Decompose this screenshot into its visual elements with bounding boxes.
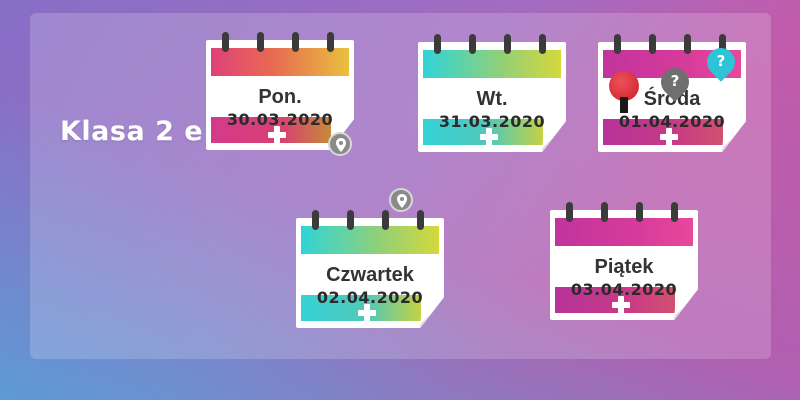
calendar-bottom-band [423,119,543,145]
day-label: Pon. [258,86,302,108]
ring [327,32,334,52]
ring [719,34,726,54]
push-pin-icon[interactable] [609,71,639,115]
ring [671,202,678,222]
push-pin-head [609,71,639,101]
plus-icon[interactable] [268,126,286,144]
ring [382,210,389,230]
ring [636,202,643,222]
plus-icon[interactable] [660,128,678,146]
class-title: Klasa 2 e [60,116,204,147]
ring [504,34,511,54]
calendar-bottom-band [603,119,723,145]
calendar-card-monday[interactable]: Pon. 30.03.2020 [206,32,354,150]
ring [566,202,573,222]
plus-icon[interactable] [612,296,630,314]
date-label: 02.04.2020 [316,288,424,307]
calendar-card-friday[interactable]: Piątek 03.04.2020 [550,202,698,320]
date-label: 01.04.2020 [618,112,726,131]
calendar-top-band [555,218,693,246]
calendar-bottom-band [555,287,675,313]
day-label: Czwartek [326,264,414,286]
ring [684,34,691,54]
location-pin-icon[interactable] [389,188,413,212]
location-pin-icon[interactable] [328,132,352,156]
ring [222,32,229,52]
date-label: 30.03.2020 [226,110,334,129]
date-label: 31.03.2020 [438,112,546,131]
calendar-bottom-band [301,295,421,321]
question-mark: ? [716,52,726,70]
calendar-top-band [301,226,439,254]
calendar-card-tuesday[interactable]: Wt. 31.03.2020 [418,34,566,152]
calendar-top-band [211,48,349,76]
ring [257,32,264,52]
plus-icon[interactable] [358,304,376,322]
plus-icon[interactable] [480,128,498,146]
ring [347,210,354,230]
ring [614,34,621,54]
calendar-top-band [423,50,561,78]
question-mark: ? [670,72,680,90]
ring [539,34,546,54]
ring [649,34,656,54]
ring [312,210,319,230]
ring [417,210,424,230]
day-label: Wt. [476,88,508,110]
push-pin-stem [620,97,628,113]
ring [434,34,441,54]
day-label: Piątek [594,256,654,278]
ring [292,32,299,52]
date-label: 03.04.2020 [570,280,678,299]
question-pin-icon[interactable]: ? [701,42,741,84]
ring [601,202,608,222]
calendar-bottom-band [211,117,331,143]
question-pin-icon[interactable]: ? [655,62,695,104]
calendar-card-thursday[interactable]: Czwartek 02.04.2020 [296,210,444,328]
ring [469,34,476,54]
